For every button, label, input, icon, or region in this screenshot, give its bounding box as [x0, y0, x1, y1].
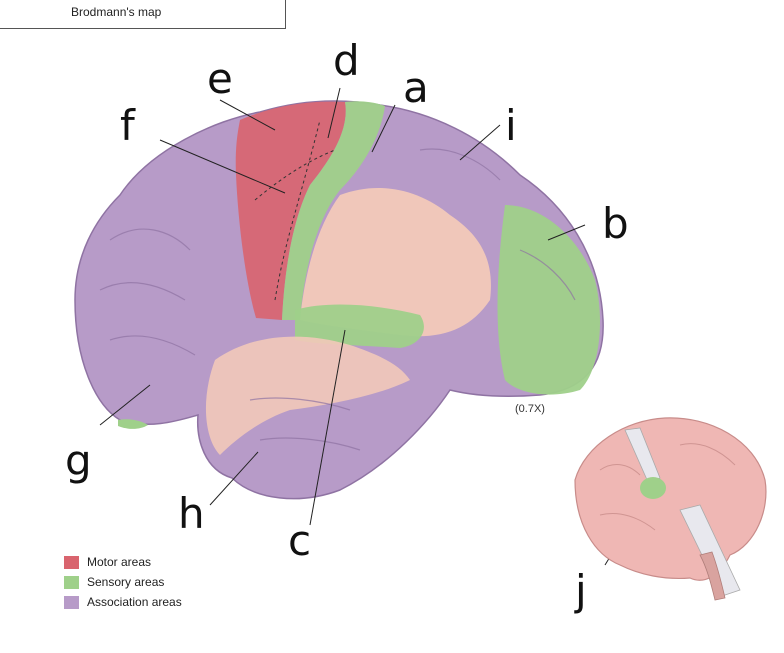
scale-note: (0.7X): [515, 403, 545, 415]
label-h: h: [178, 489, 205, 538]
label-c: c: [288, 516, 311, 565]
inset-brain: [575, 418, 766, 600]
label-e: e: [207, 54, 233, 103]
legend-swatch-motor: [64, 556, 79, 569]
legend-item-sensory: Sensory areas: [64, 572, 182, 592]
inset-brain-outline: [575, 418, 766, 580]
label-f: f: [120, 101, 136, 150]
legend-swatch-sensory: [64, 576, 79, 589]
legend-label-motor: Motor areas: [87, 555, 151, 569]
label-a: a: [403, 63, 429, 112]
label-i: i: [505, 101, 517, 150]
inset-insula-spot: [640, 477, 666, 499]
label-d: d: [333, 36, 360, 85]
label-b: b: [602, 199, 629, 248]
occipital-sensory-region: [498, 205, 601, 395]
label-j: j: [574, 566, 587, 615]
legend-label-sensory: Sensory areas: [87, 575, 164, 589]
legend-swatch-association: [64, 596, 79, 609]
label-g: g: [65, 436, 92, 485]
legend-label-association: Association areas: [87, 595, 182, 609]
legend-item-association: Association areas: [64, 592, 182, 612]
legend: Motor areas Sensory areas Association ar…: [64, 552, 182, 612]
legend-item-motor: Motor areas: [64, 552, 182, 572]
